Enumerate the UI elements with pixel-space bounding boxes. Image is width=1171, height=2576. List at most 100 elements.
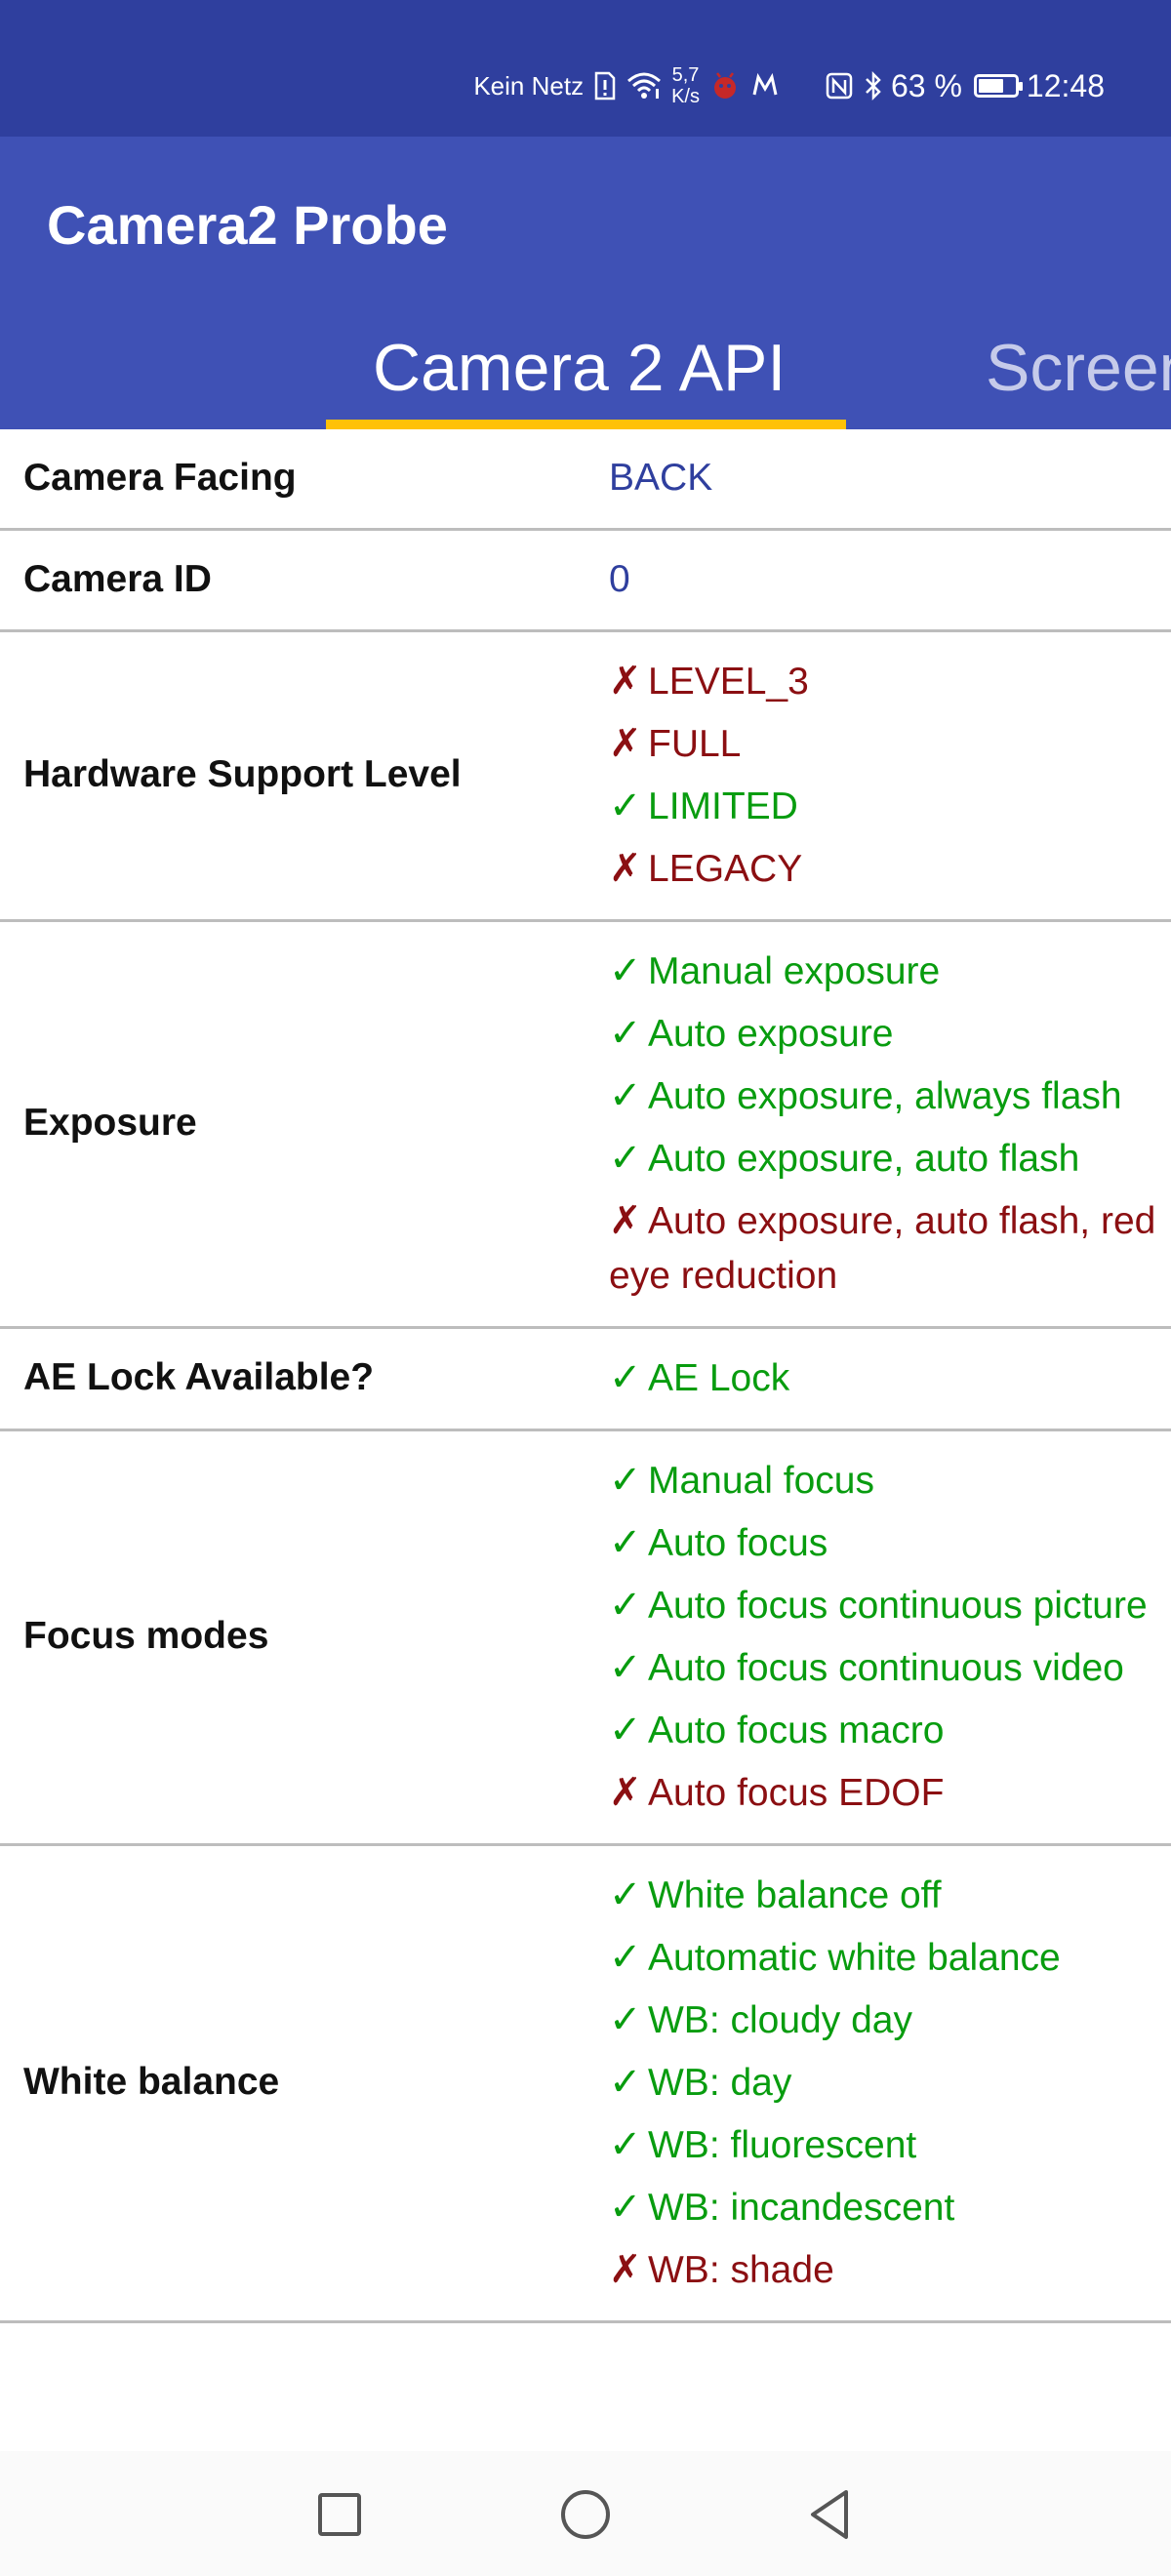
check-icon: ✓ <box>609 1873 642 1916</box>
home-button[interactable] <box>551 2480 620 2549</box>
check-icon: ✓ <box>609 1584 642 1627</box>
check-icon: ✓ <box>609 1356 642 1399</box>
row-camera-facing: Camera Facing BACK <box>0 429 1171 531</box>
row-value-list: ✓White balance off ✓Automatic white bala… <box>586 1864 1161 2301</box>
huawei-logo-icon <box>750 71 780 101</box>
wifi-icon <box>626 71 662 101</box>
cross-icon: ✗ <box>609 660 642 703</box>
status-bar: Kein Netz 5,7 K/s <box>0 0 1171 137</box>
row-focus-modes: Focus modes ✓Manual focus ✓Auto focus ✓A… <box>0 1431 1171 1846</box>
check-icon: ✓ <box>609 1459 642 1502</box>
item-text: Auto focus macro <box>648 1710 945 1751</box>
list-item: ✗Auto exposure, auto flash, red eye redu… <box>609 1189 1161 1307</box>
row-label: AE Lock Available? <box>23 1356 375 1398</box>
sim-alert-icon <box>593 71 617 101</box>
list-item: ✓Auto exposure, auto flash <box>609 1127 1161 1189</box>
list-item: ✓AE Lock <box>609 1347 1161 1409</box>
item-text: WB: incandescent <box>648 2187 955 2229</box>
list-item: ✓Auto exposure <box>609 1002 1161 1065</box>
item-text: WB: day <box>648 2062 792 2104</box>
row-hardware-support-level: Hardware Support Level ✗LEVEL_3 ✗FULL ✓L… <box>0 632 1171 922</box>
item-text: FULL <box>648 723 742 765</box>
check-icon: ✓ <box>609 949 642 992</box>
bluetooth-icon <box>864 70 883 101</box>
cross-icon: ✗ <box>609 1771 642 1814</box>
list-item: ✓Auto exposure, always flash <box>609 1065 1161 1127</box>
check-icon: ✓ <box>609 1709 642 1751</box>
tab-screen[interactable]: Screen <box>986 331 1171 405</box>
item-text: Auto focus <box>648 1522 828 1564</box>
tab-indicator <box>326 420 846 429</box>
camera-properties-list[interactable]: Camera Facing BACK Camera ID 0 Hardware … <box>0 429 1171 2451</box>
list-item: ✓LIMITED <box>609 775 1161 837</box>
row-value: 0 <box>609 558 630 600</box>
list-item: ✗FULL <box>609 712 1161 775</box>
check-icon: ✓ <box>609 1012 642 1055</box>
speed-value: 5,7 <box>671 64 700 86</box>
list-item: ✗Auto focus EDOF <box>609 1761 1161 1824</box>
item-text: Auto exposure <box>648 1013 894 1055</box>
list-item: ✓Automatic white balance <box>609 1926 1161 1989</box>
back-button[interactable] <box>795 2480 864 2549</box>
row-camera-id: Camera ID 0 <box>0 531 1171 632</box>
item-text: Manual exposure <box>648 950 941 992</box>
item-text: LEGACY <box>648 848 803 890</box>
bug-icon <box>709 71 741 101</box>
tab-bar: Camera 2 API Screen <box>0 302 1171 429</box>
row-label: Camera ID <box>23 557 212 600</box>
list-item: ✗LEVEL_3 <box>609 650 1161 712</box>
item-text: Auto exposure, auto flash, red eye reduc… <box>609 1200 1156 1297</box>
navigation-bar <box>0 2451 1171 2576</box>
status-icons: Kein Netz 5,7 K/s <box>464 64 1105 107</box>
circle-icon <box>561 2490 610 2539</box>
list-item: ✗WB: shade <box>609 2238 1161 2301</box>
list-item: ✓WB: fluorescent <box>609 2113 1161 2176</box>
item-text: WB: cloudy day <box>648 1999 912 2041</box>
list-item: ✓Manual exposure <box>609 940 1161 1002</box>
cross-icon: ✗ <box>609 2248 642 2291</box>
list-item: ✓WB: incandescent <box>609 2176 1161 2238</box>
network-speed: 5,7 K/s <box>671 64 700 107</box>
item-text: WB: shade <box>648 2249 834 2291</box>
item-text: Auto focus continuous video <box>648 1647 1124 1689</box>
speed-unit: K/s <box>671 86 700 107</box>
item-text: Auto exposure, auto flash <box>648 1138 1080 1180</box>
check-icon: ✓ <box>609 1646 642 1689</box>
row-ae-lock: AE Lock Available? ✓AE Lock <box>0 1329 1171 1431</box>
check-icon: ✓ <box>609 785 642 827</box>
row-exposure: Exposure ✓Manual exposure ✓Auto exposure… <box>0 922 1171 1329</box>
cross-icon: ✗ <box>609 847 642 890</box>
list-item: ✓Manual focus <box>609 1449 1161 1511</box>
item-text: Manual focus <box>648 1460 874 1502</box>
item-text: LIMITED <box>648 785 798 827</box>
item-text: WB: fluorescent <box>648 2124 917 2166</box>
check-icon: ✓ <box>609 2061 642 2104</box>
list-item: ✓WB: day <box>609 2051 1161 2113</box>
list-item: ✓WB: cloudy day <box>609 1989 1161 2051</box>
row-value-list: ✓Manual exposure ✓Auto exposure ✓Auto ex… <box>586 940 1161 1307</box>
check-icon: ✓ <box>609 2186 642 2229</box>
triangle-back-icon <box>811 2490 848 2539</box>
check-icon: ✓ <box>609 1998 642 2041</box>
check-icon: ✓ <box>609 1936 642 1979</box>
recents-button[interactable] <box>305 2480 374 2549</box>
tab-camera2-api[interactable]: Camera 2 API <box>373 331 787 405</box>
row-label: Focus modes <box>23 1615 269 1657</box>
item-text: LEVEL_3 <box>648 661 809 703</box>
item-text: Auto focus continuous picture <box>648 1585 1148 1627</box>
list-item: ✓Auto focus macro <box>609 1699 1161 1761</box>
square-icon <box>318 2493 361 2536</box>
nfc-icon <box>825 71 854 101</box>
cross-icon: ✗ <box>609 722 642 765</box>
list-item: ✓White balance off <box>609 1864 1161 1926</box>
row-value-list: ✓Manual focus ✓Auto focus ✓Auto focus co… <box>586 1449 1161 1824</box>
row-label: Camera Facing <box>23 456 297 499</box>
cross-icon: ✗ <box>609 1199 642 1242</box>
check-icon: ✓ <box>609 1137 642 1180</box>
list-item: ✗LEGACY <box>609 837 1161 900</box>
row-white-balance: White balance ✓White balance off ✓Automa… <box>0 1846 1171 2323</box>
clock: 12:48 <box>1026 67 1105 103</box>
app-bar: Camera2 Probe <box>0 137 1171 302</box>
row-value-list: ✗LEVEL_3 ✗FULL ✓LIMITED ✗LEGACY <box>586 650 1161 900</box>
row-label: Hardware Support Level <box>23 753 462 795</box>
